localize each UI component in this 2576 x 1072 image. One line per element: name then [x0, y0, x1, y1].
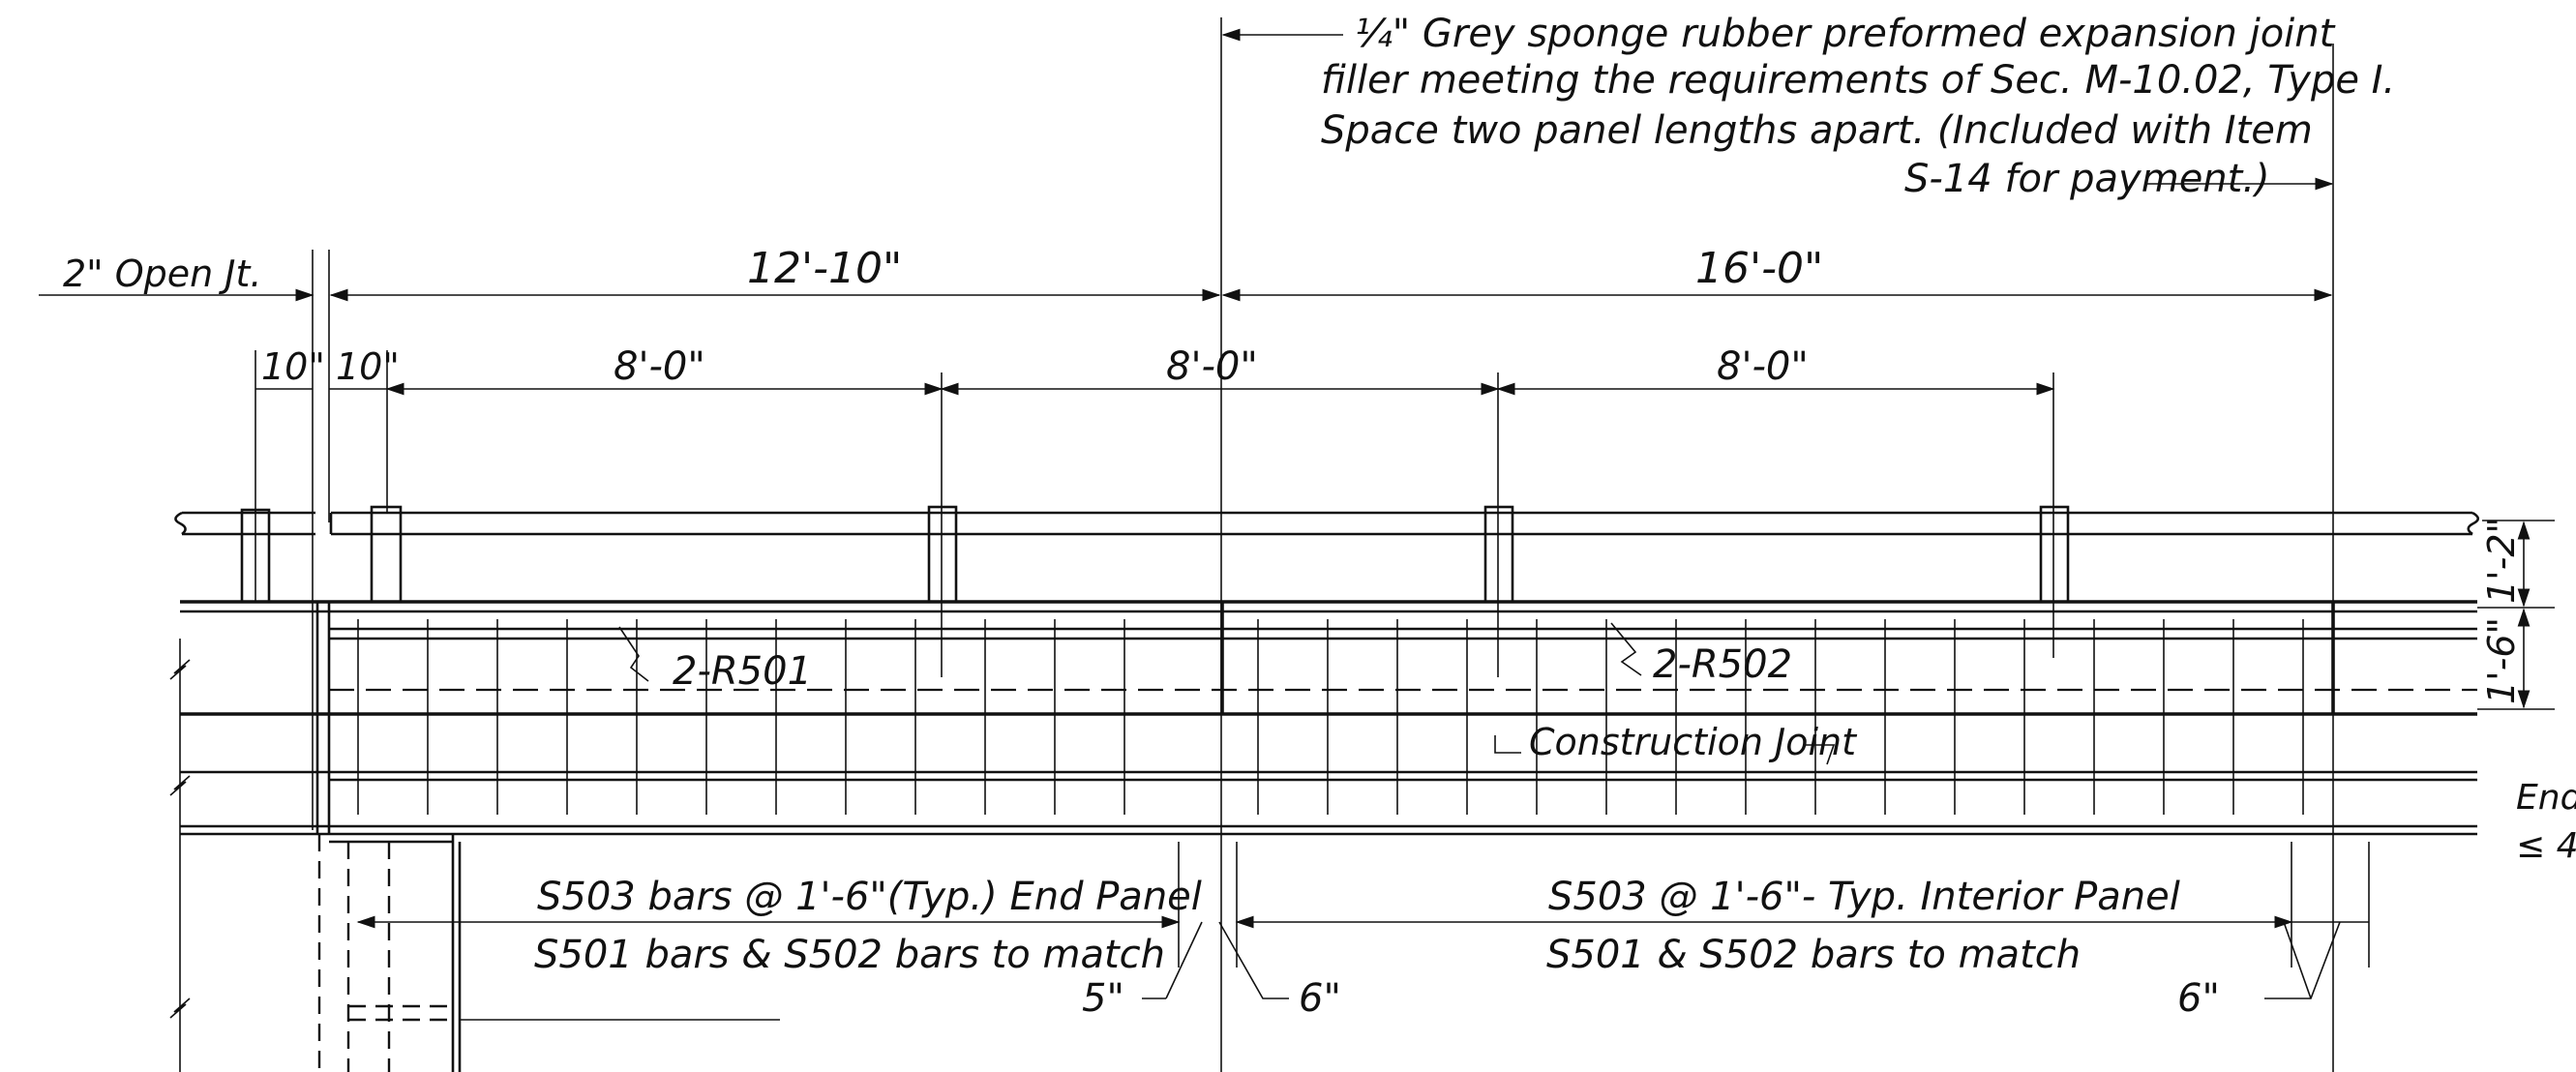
note-line-3: Space two panel lengths apart. (Included… [1321, 108, 2313, 153]
parapet-body [180, 600, 2477, 836]
post-spacing-2-label: 8'-0" [1166, 344, 1258, 389]
panel-notes: S503 bars @ 1'-6"(Typ.) End Panel S501 b… [356, 842, 2370, 1021]
post-spacing-1-label: 8'-0" [614, 344, 705, 389]
post-width-left-label: 10" [261, 345, 325, 388]
note-line-2: filler meeting the requirements of Sec. … [1321, 58, 2395, 103]
edge-note-line-2: ≤ 4 [2516, 826, 2576, 866]
end-panel-line-1: S503 bars @ 1'-6"(Typ.) End Panel [537, 875, 1202, 919]
rail-posts [240, 505, 2070, 604]
offset-6-label-b: 6" [2177, 976, 2220, 1021]
height-1-2-label: 1'-2" [2480, 517, 2523, 604]
span-12-10-label: 12'-10" [747, 244, 902, 293]
open-joint-label: 2" Open Jt. [63, 253, 262, 295]
interior-panel-line-1: S503 @ 1'-6"- Typ. Interior Panel [1548, 875, 2180, 919]
end-panel-line-2: S501 bars & S502 bars to match [534, 933, 1165, 977]
offset-6-label-a: 6" [1299, 976, 1341, 1021]
offset-5-label: 5" [1082, 976, 1124, 1021]
post-spacing-dimensions: 10" 10" 8'-0" 8'-0" 8'-0" [255, 344, 2055, 396]
r502-label: 2-R502 [1653, 642, 1792, 687]
interior-panel-line-2: S501 & S502 bars to match [1546, 933, 2081, 977]
abutment-walls [317, 834, 780, 1072]
break-marks [169, 639, 191, 1072]
span-dimensions: 2" Open Jt. 12'-10" 16'-0" [39, 244, 2333, 302]
edge-note-line-1: End [2516, 778, 2576, 818]
post-width-right-label: 10" [336, 345, 400, 388]
height-dimensions: 1'-2" 1'-6" End ≤ 4 [2477, 517, 2576, 866]
height-1-6-label: 1'-6" [2480, 617, 2523, 704]
note-line-4: S-14 for payment.) [1904, 157, 2270, 201]
rebar-callouts: 2-R501 2-R502 Construction Joint [618, 622, 1858, 765]
handrail [174, 511, 2480, 536]
extension-lines [255, 17, 2334, 1072]
expansion-joint-note: ¼" Grey sponge rubber preformed expansio… [1221, 12, 2395, 201]
vertical-bars [357, 619, 2304, 815]
post-spacing-3-label: 8'-0" [1717, 344, 1809, 389]
construction-joint-label: Construction Joint [1529, 721, 1858, 763]
span-16-0-label: 16'-0" [1695, 244, 1823, 293]
r501-label: 2-R501 [673, 649, 812, 694]
note-line-1: ¼" Grey sponge rubber preformed expansio… [1355, 12, 2336, 56]
